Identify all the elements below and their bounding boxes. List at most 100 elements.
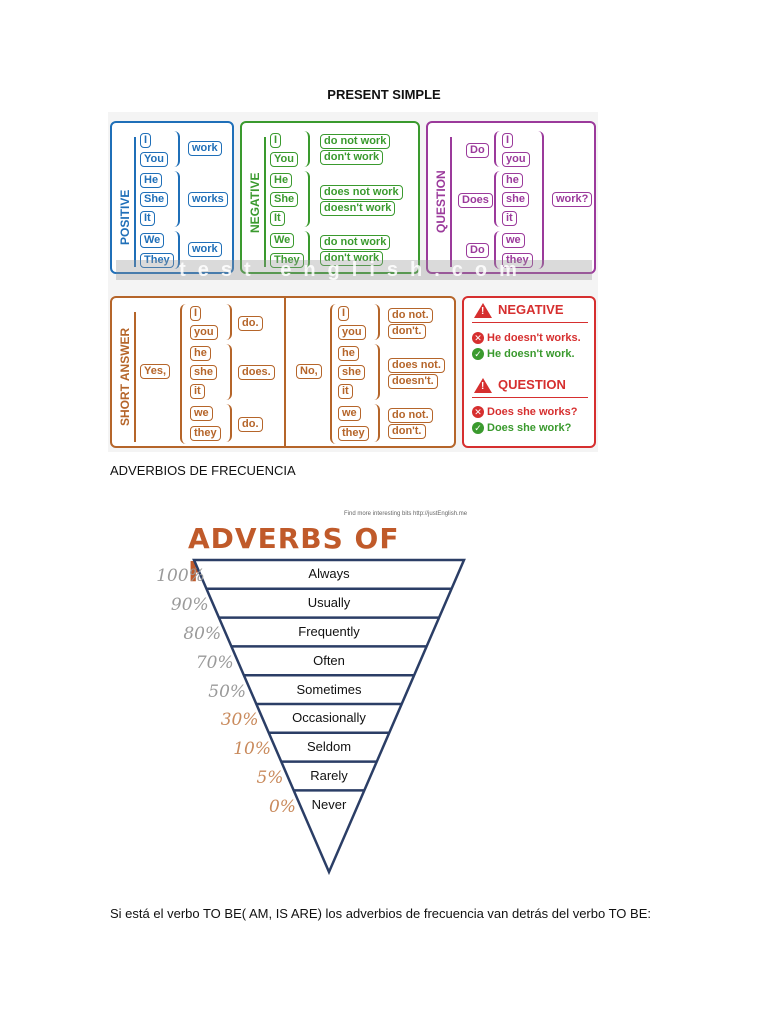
brace — [374, 404, 380, 442]
subject-chip: He — [270, 173, 293, 188]
subject-chip: they — [190, 426, 221, 441]
subject-chip: I — [502, 133, 514, 148]
no-chip: No, — [296, 364, 322, 379]
answer-chip: do. — [238, 417, 263, 432]
percent-label: 70% — [195, 652, 234, 673]
short-answer-divider — [134, 312, 136, 442]
adverb-label: Frequently — [298, 624, 360, 639]
verb-chip: don't work — [320, 150, 384, 165]
brace — [494, 171, 500, 227]
verb-chip: don't work — [320, 251, 384, 266]
subject-chip: you — [190, 325, 218, 340]
funnel-outline — [192, 558, 466, 876]
question-label: QUESTION — [434, 170, 448, 233]
brace — [226, 404, 232, 442]
subject-chip: I — [270, 133, 282, 148]
rule-text: He doesn't work. — [487, 348, 575, 360]
check-icon: ✓ — [472, 422, 484, 435]
subject-chip: he — [502, 173, 523, 188]
divider — [472, 322, 588, 323]
subject-chip: You — [140, 152, 168, 167]
brace — [304, 131, 310, 167]
subject-chip: it — [502, 211, 517, 226]
subject-chip: It — [140, 211, 155, 226]
answer-chip: do not. — [388, 308, 433, 323]
rule-text: Does she work? — [487, 422, 572, 434]
subject-chip: they — [502, 253, 533, 268]
rules-question-title-row: ! QUESTION — [474, 377, 566, 394]
divider — [472, 397, 588, 398]
rule-right: ✓Does she work? — [472, 422, 572, 435]
brace — [494, 231, 500, 269]
subject-chip: we — [502, 233, 525, 248]
brace — [374, 344, 380, 400]
percent-label: 100% — [156, 566, 205, 587]
negative-panel: NEGATIVE I You do not work don't work He… — [240, 121, 420, 274]
rules-negative-title: NEGATIVE — [498, 302, 564, 317]
verb-chip: work? — [552, 192, 593, 207]
verb-chip: does not work — [320, 185, 403, 200]
subject-chip: We — [270, 233, 295, 248]
rule-wrong: ✕Does she works? — [472, 406, 577, 419]
subject-chip: it — [190, 384, 205, 399]
brace — [304, 171, 310, 227]
frequency-funnel — [192, 558, 466, 876]
subject-chip: you — [338, 325, 366, 340]
subject-chip: you — [502, 152, 530, 167]
watermark-text: test english.com — [179, 259, 529, 281]
adverb-label: Often — [313, 652, 345, 668]
subject-chip: she — [502, 192, 529, 207]
aux-chip: Do — [466, 243, 489, 258]
verb-chip: works — [188, 192, 228, 207]
brace — [538, 131, 544, 269]
rules-question-title: QUESTION — [498, 377, 566, 392]
x-icon: ✕ — [472, 406, 484, 419]
source-text: Find more interesting bits http://justEn… — [344, 511, 468, 517]
question-panel: QUESTION Do I you Does he she it Do we t… — [426, 121, 596, 274]
rules-negative-title-row: !NEGATIVE — [474, 302, 564, 319]
subject-chip: I — [140, 133, 152, 148]
brace — [226, 344, 232, 400]
adverb-label: Sometimes — [296, 681, 362, 697]
verb-chip: do not work — [320, 235, 391, 250]
rule-wrong: ✕He doesn't works. — [472, 332, 581, 345]
brace — [174, 171, 180, 227]
answer-chip: does not. — [388, 358, 445, 373]
percent-label: 0% — [268, 796, 296, 817]
subject-chip: I — [190, 306, 202, 321]
brace — [180, 304, 186, 444]
warning-icon: ! — [474, 378, 492, 394]
percent-label: 30% — [220, 710, 259, 731]
note-text: Si está el verbo TO BE( AM, IS ARE) los … — [110, 906, 651, 921]
subject-chip: it — [338, 384, 353, 399]
positive-label: POSITIVE — [118, 189, 132, 245]
brace — [374, 304, 380, 340]
watermark: test english.com — [116, 260, 592, 280]
adverb-label: Usually — [307, 595, 351, 611]
percent-label: 10% — [233, 739, 271, 760]
answer-chip: do not. — [388, 408, 433, 423]
aux-chip: Does — [458, 193, 493, 208]
answer-chip: doesn't. — [388, 374, 438, 389]
subject-chip: They — [140, 253, 174, 268]
brace — [304, 231, 310, 269]
positive-divider — [134, 137, 136, 267]
subject-chip: He — [140, 173, 163, 188]
subject-chip: we — [190, 406, 213, 421]
present-simple-chart: POSITIVE I You work He She It works We T… — [108, 112, 598, 452]
adverbs-chart: Find more interesting bits http://justEn… — [150, 508, 480, 880]
percent-label: 50% — [208, 681, 247, 702]
short-answer-panel: SHORT ANSWER Yes, I you do. he she it do… — [110, 296, 456, 448]
answer-chip: don't. — [388, 324, 426, 339]
subject-chip: She — [140, 192, 169, 207]
adverb-label: Occasionally — [292, 710, 366, 726]
brace — [174, 231, 180, 269]
positive-panel: POSITIVE I You work He She It works We T… — [110, 121, 234, 274]
adverb-label: Rarely — [310, 768, 348, 783]
brace — [174, 131, 180, 167]
verb-chip: do not work — [320, 134, 391, 149]
question-divider — [450, 137, 452, 267]
rules-panel: !NEGATIVE ✕He doesn't works. ✓He doesn't… — [462, 296, 596, 448]
adverb-label: Seldom — [306, 739, 352, 755]
verb-chip: doesn't work — [320, 201, 396, 216]
